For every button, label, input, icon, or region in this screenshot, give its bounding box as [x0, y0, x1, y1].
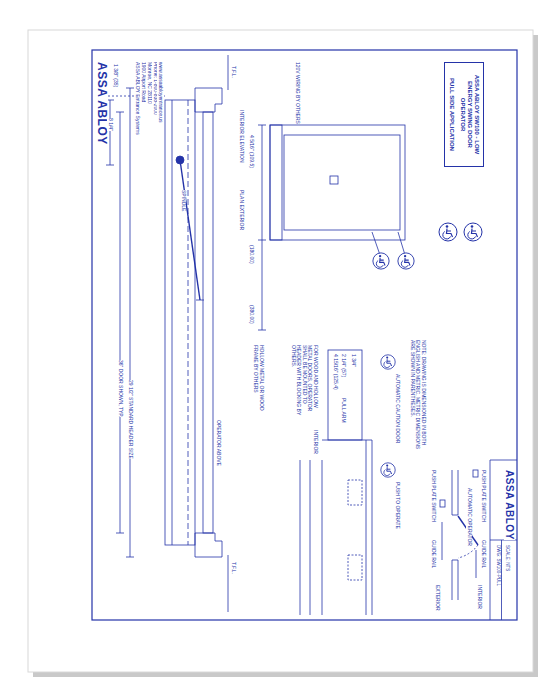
- title-box: ASSA ABLOY SW100 - LOW ENERGY SWING DOOR…: [444, 62, 484, 167]
- drawing-label: NOTE: DRAWING IS DIMENSIONED IN BOTH ENG…: [410, 340, 427, 458]
- drawing-label: DWG: SW100-PULL: [495, 545, 500, 586]
- drawing-label: INTERIOR: [313, 430, 319, 454]
- drawing-label: PUSH TO OPERATE: [395, 482, 401, 529]
- drawing-label: T.F.L.: [231, 66, 237, 78]
- drawing-label: ASSA ABLOY: [95, 62, 108, 145]
- drawing-label: 8 1/4": [108, 118, 114, 131]
- drawing-label: T.F.L.: [231, 562, 237, 574]
- drawing-label: 2 1/4" (57): [341, 354, 347, 377]
- drawing-label: (180.00): [249, 245, 255, 264]
- drawing-label: EXTERIOR: [435, 585, 441, 611]
- drawing-label: AUTOMATIC OPERATOR: [467, 488, 473, 546]
- drawing-label: PLAN EXTERIOR: [239, 190, 245, 230]
- drawing-label: 4 5/16" (109.5): [249, 135, 255, 168]
- drawing-label: SPINDLE: [181, 190, 187, 211]
- drawing-label: OPERATOR ABOVE: [216, 420, 222, 466]
- drawing-label: (380.00): [249, 305, 255, 324]
- drawing-label: 29 1/2" STANDARD HEADER SIZE: [128, 380, 134, 459]
- drawing-label: AUTOMATIC CAUTION DOOR: [395, 374, 401, 443]
- drawing-label: PUSH PLATE SWITCH: [431, 470, 437, 522]
- drawing-label: ASSA ABLOY: [504, 470, 515, 540]
- title-text: ASSA ABLOY SW100 - LOW ENERGY SWING DOOR…: [458, 66, 480, 163]
- drawing-label: 1 3/4": [351, 354, 357, 367]
- drawing-label: HOLLOW METAL OR WOOD FRAME BY OTHERS: [253, 345, 264, 415]
- drawing-label: 4 15/16" (125.4): [333, 354, 339, 390]
- drawing-label: PUSH PLATE SWITCH: [481, 470, 487, 522]
- drawing-label: Monroe, NC 28110: [147, 62, 153, 104]
- drawing-label: 1 3/8" (35): [113, 64, 119, 87]
- drawing-label: PULL ARM: [341, 398, 347, 423]
- drawing-label: 1900 Airport Road: [141, 62, 147, 102]
- drawing-label: GUIDE RAIL: [481, 540, 487, 568]
- drawing-label: 36" DOOR SHOWN, TYP.: [118, 360, 124, 417]
- drawing-label: GUIDE RAIL: [431, 540, 437, 568]
- drawing-label: FOR WOOD AND HOLLOW METAL DOORS, OPERATO…: [291, 345, 319, 425]
- drawing-label: INTERIOR: [477, 585, 483, 609]
- drawing-label: ASSA ABLOY Entrance Systems: [135, 62, 141, 135]
- drawing-label: www.assaabloyentrance.us: [158, 62, 164, 123]
- drawing-label: SCALE: NTS: [504, 545, 509, 571]
- drawing-label: 120V WIRING BY OTHERS: [295, 62, 301, 124]
- drawing-label: INTERIOR ELEVATION: [239, 110, 245, 163]
- subtitle-text: PULL SIDE APPLICATION: [448, 66, 455, 163]
